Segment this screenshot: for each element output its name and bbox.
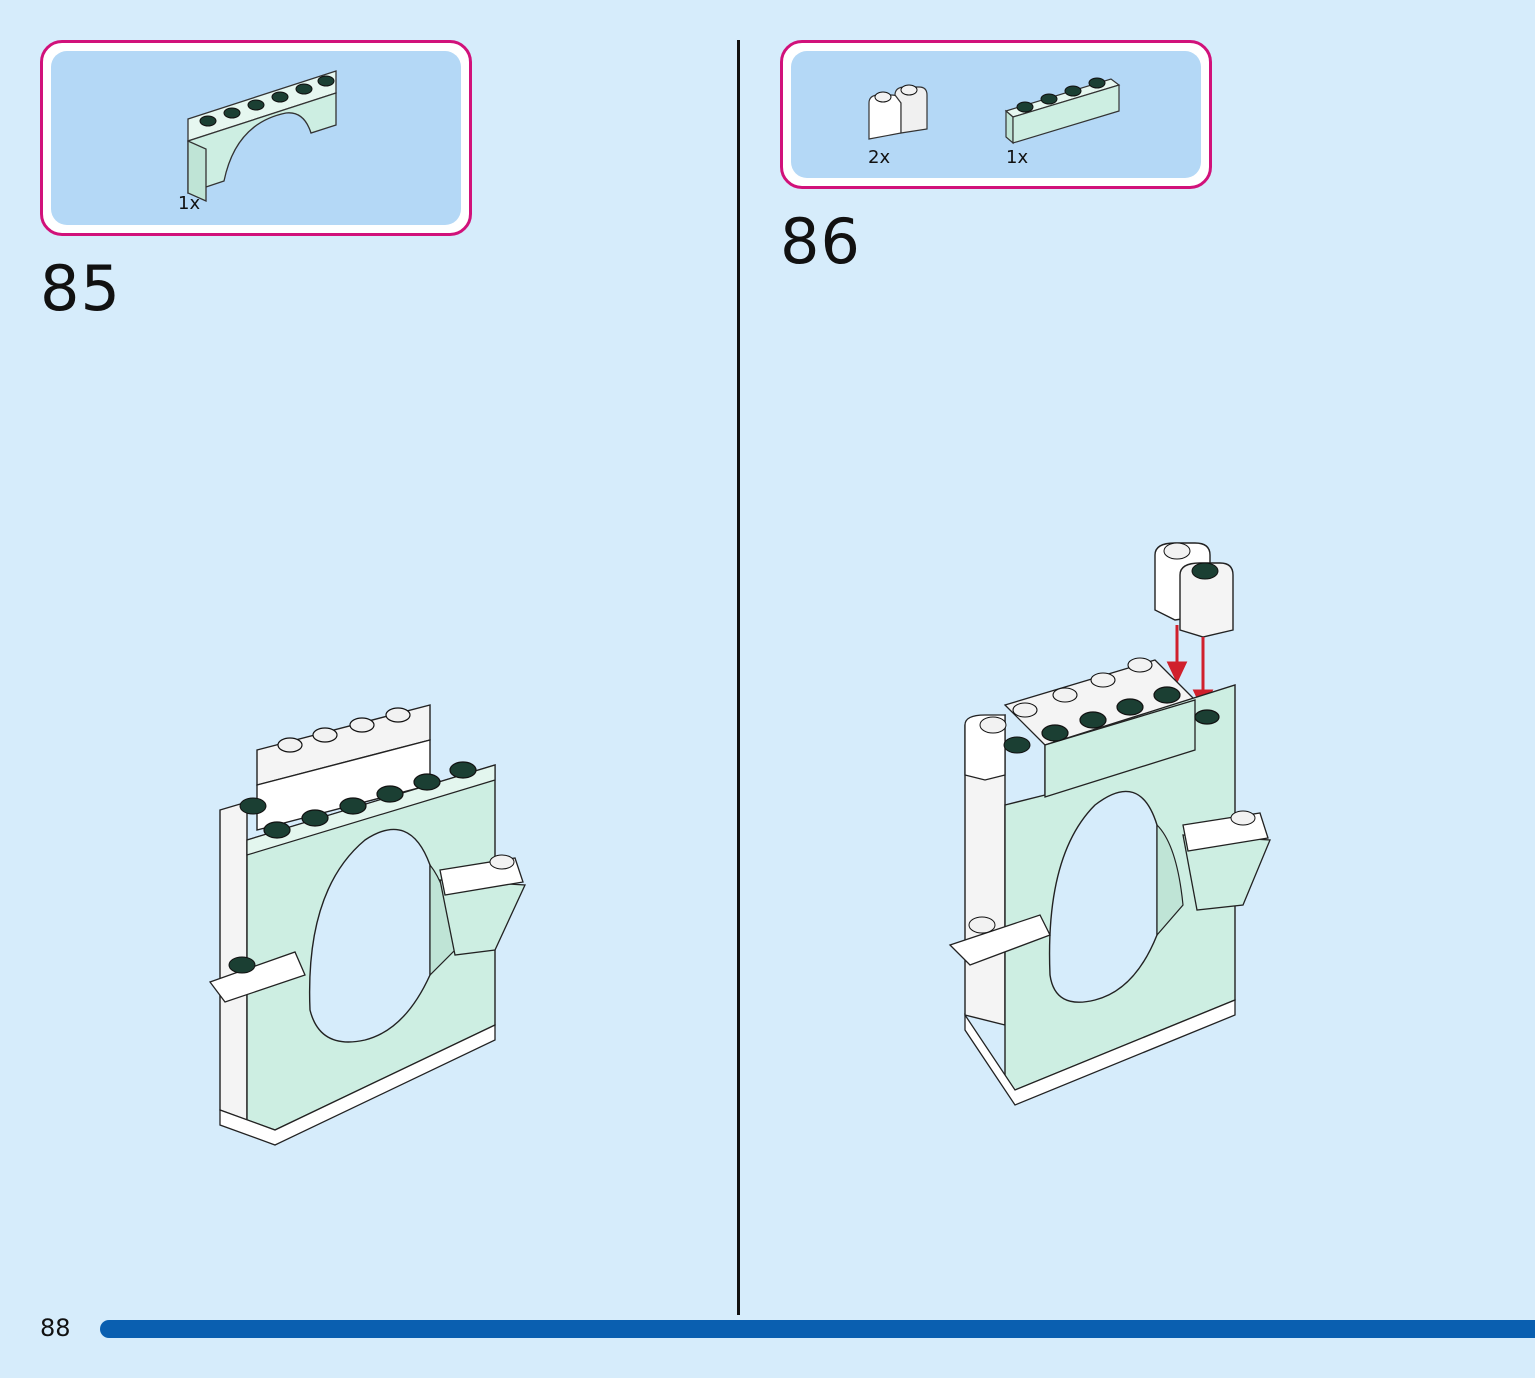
step-number: 85 (40, 252, 121, 325)
parts-callout-inner: 1x (51, 51, 461, 225)
parts-callout-step-86: 2x 1x (780, 40, 1212, 189)
assembly-illustration-step-85 (208, 704, 526, 1146)
assembly-illustration-step-86 (948, 542, 1271, 1106)
round-corner-brick-icon (868, 84, 928, 140)
step-number: 86 (780, 205, 861, 278)
long-brick-icon (1004, 77, 1121, 145)
part-quantity: 1x (1006, 147, 1029, 168)
arch-brick-icon (187, 70, 337, 203)
parts-callout-step-85: 1x (40, 40, 472, 236)
page-number: 88 (40, 1314, 71, 1342)
parts-callout-inner: 2x 1x (791, 51, 1201, 178)
step-divider (737, 40, 740, 1315)
part-quantity: 1x (178, 193, 201, 214)
part-quantity: 2x (868, 147, 891, 168)
progress-bar (100, 1320, 1535, 1338)
